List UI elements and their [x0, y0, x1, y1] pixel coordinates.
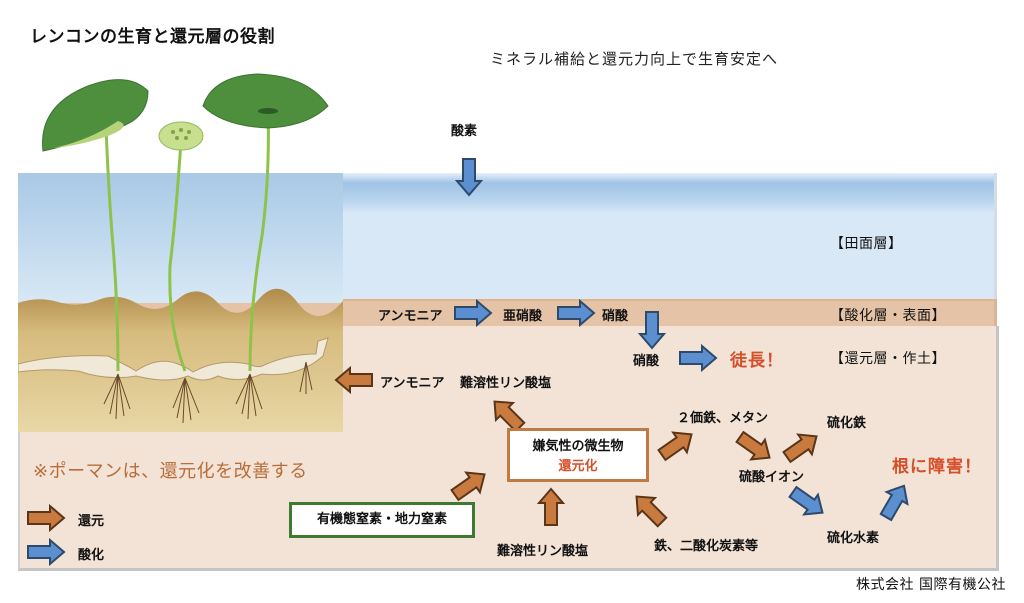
ammonia-to-plant-arrow	[335, 367, 373, 393]
legend-oxidation-label: 酸化	[78, 548, 105, 563]
iron-co2-label: 鉄、二酸化炭素等	[654, 539, 759, 554]
sulfate-ion-label: 硫酸イオン	[739, 470, 805, 485]
nitrate-to-overgrowth-arrow	[679, 345, 717, 371]
h2s-to-rootdamage-arrow	[874, 478, 916, 524]
paddy-water-layer-label: 【田面層】	[830, 236, 903, 252]
poman-note: ※ポーマンは、還元化を改善する	[33, 461, 308, 482]
subtitle: ミネラル補給と還元力向上で生育安定へ	[490, 50, 779, 68]
organic-nitrogen-box: 有機態窒素・地力窒素	[289, 502, 475, 538]
oxygen-label: 酸素	[451, 124, 478, 139]
ferrous-methane-label: ２価鉄、メタン	[677, 411, 769, 426]
overgrowth-warning: 徒長！	[730, 351, 784, 371]
sulfate-to-ironsulfide-arrow	[779, 425, 825, 468]
legend-oxidation-arrow-icon	[27, 539, 65, 565]
iron-sulfide-label: 硫化鉄	[827, 416, 867, 431]
phosphate-to-microbe-arrow	[538, 488, 564, 526]
microbe-to-ferrous-arrow	[654, 423, 700, 466]
reduced-layer-label: 【還元層・作土】	[830, 351, 946, 367]
nitrogen-to-microbe-arrow	[447, 463, 493, 506]
company-credit: 株式会社 国際有機公社	[856, 577, 1006, 593]
insoluble-phosphate-top-label: 難溶性リン酸塩	[460, 376, 552, 391]
ammonia-to-nitrite-arrow	[454, 300, 492, 326]
sulfate-to-h2s-arrow	[785, 481, 831, 524]
ammonia-label: アンモニア	[378, 309, 443, 324]
page-title: レンコンの生育と還元層の役割	[30, 27, 275, 47]
hydrogen-sulfide-label: 硫化水素	[827, 531, 880, 546]
microbe-title: 嫌気性の微生物	[532, 439, 624, 454]
lotus-plant-illustration	[18, 73, 343, 432]
ammonia-to-plant-label: アンモニア	[380, 376, 445, 391]
iron-to-microbe-arrow	[627, 487, 672, 532]
nitrite-label: 亜硝酸	[503, 309, 543, 324]
nitrate-label: 硝酸	[602, 309, 629, 324]
nitrate-down-arrow	[639, 311, 665, 349]
nitrate-below-label: 硝酸	[633, 354, 660, 369]
ferrous-to-sulfate-arrow	[732, 426, 778, 469]
insoluble-phosphate-bottom-label: 難溶性リン酸塩	[497, 544, 589, 559]
root-damage-warning: 根に障害！	[892, 457, 982, 477]
oxygen-down-arrow	[456, 158, 482, 196]
legend-reduction-label: 還元	[78, 514, 105, 529]
nitrite-to-nitrate-arrow	[557, 300, 595, 326]
microbe-subtitle: 還元化	[558, 459, 598, 474]
anaerobic-microbe-box: 嫌気性の微生物 還元化	[507, 428, 649, 482]
oxidized-layer-label: 【酸化層・表面】	[830, 308, 946, 324]
legend-reduction-arrow-icon	[27, 505, 65, 531]
